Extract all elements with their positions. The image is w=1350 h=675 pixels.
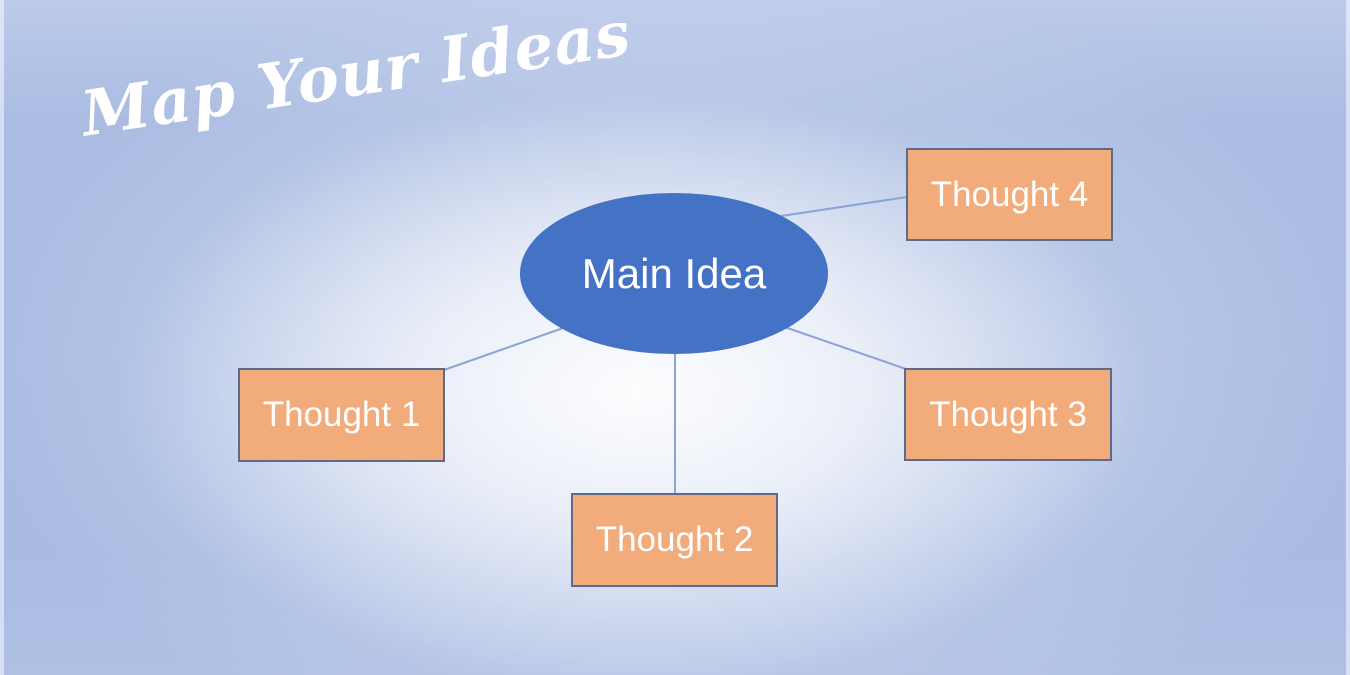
thought-2-label: Thought 2 <box>595 520 754 559</box>
thought-3-node: Thought 3 <box>904 368 1112 461</box>
main-idea-node: Main Idea <box>520 193 828 354</box>
thought-1-node: Thought 1 <box>238 368 445 462</box>
thought-4-node: Thought 4 <box>906 148 1113 241</box>
thought-2-node: Thought 2 <box>571 493 778 587</box>
thought-4-label: Thought 4 <box>930 174 1089 214</box>
main-idea-label: Main Idea <box>581 249 767 297</box>
thought-3-label: Thought 3 <box>929 394 1087 434</box>
thought-1-label: Thought 1 <box>262 395 421 434</box>
connector-thought-3 <box>769 321 907 370</box>
